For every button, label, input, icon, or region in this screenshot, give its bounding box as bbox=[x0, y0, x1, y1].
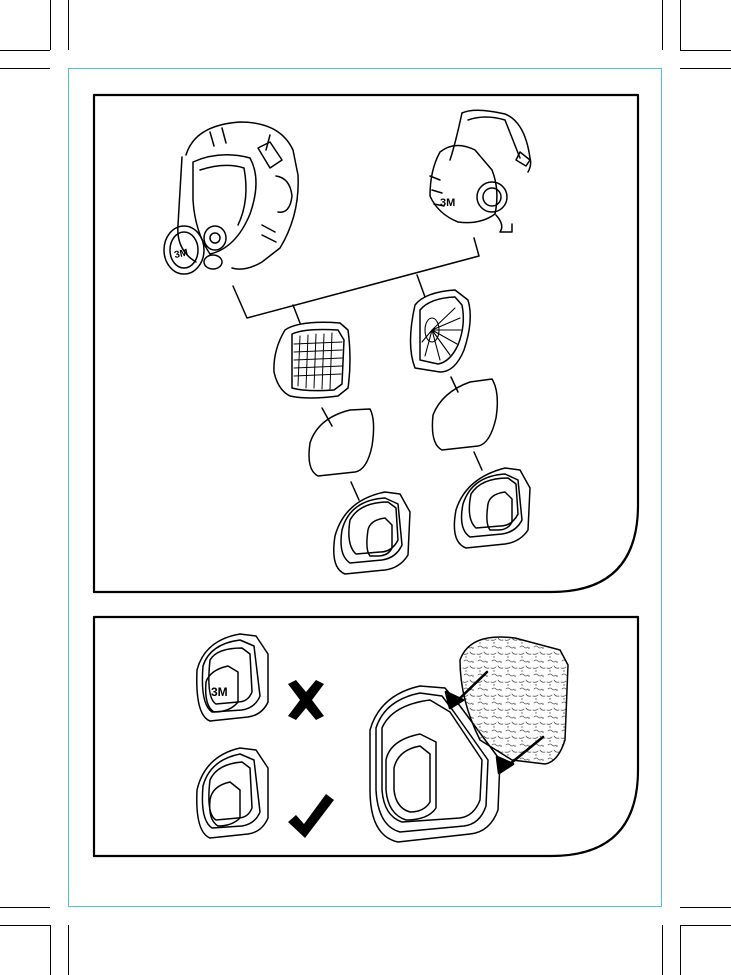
pad-filter-left bbox=[309, 409, 374, 476]
connector-line bbox=[417, 275, 425, 297]
full-face-mask-illustration: 3M bbox=[164, 122, 298, 274]
connector-bracket bbox=[233, 238, 479, 318]
brand-logo-retainer: 3M bbox=[211, 685, 228, 699]
retainer-right-illustration bbox=[454, 468, 530, 548]
half-mask-illustration: 3M bbox=[430, 110, 531, 232]
connector-line bbox=[293, 305, 300, 323]
pad-filter-textured-illustration bbox=[460, 637, 568, 764]
panel-assembly-frame bbox=[94, 95, 638, 592]
cross-mark-icon bbox=[288, 680, 324, 720]
pad-filter-right bbox=[432, 379, 497, 450]
retainer-logo-side-illustration: 3M bbox=[197, 634, 268, 721]
connector-line bbox=[351, 482, 359, 500]
cartridge-grid-illustration bbox=[274, 322, 350, 398]
cartridge-fan-illustration bbox=[411, 290, 471, 372]
brand-logo-halfmask: 3M bbox=[440, 197, 455, 209]
check-mark-icon bbox=[288, 794, 334, 838]
brand-logo-fullface: 3M bbox=[173, 247, 189, 261]
retainer-left-illustration bbox=[334, 492, 410, 574]
connector-line bbox=[474, 452, 482, 470]
retainer-open-side-illustration bbox=[197, 748, 268, 838]
